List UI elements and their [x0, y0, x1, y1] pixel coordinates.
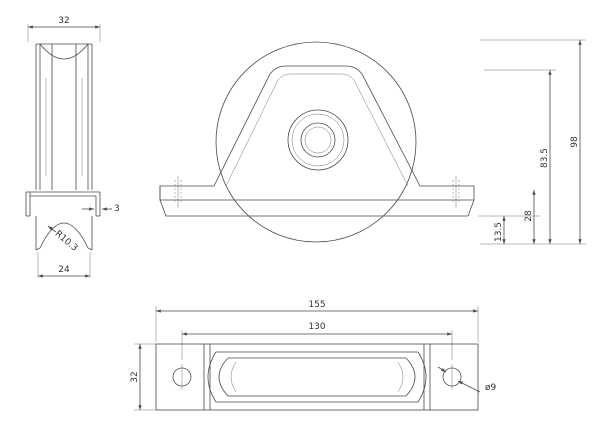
front-base-flange: [159, 199, 475, 217]
base-plate: [155, 343, 479, 411]
base-height-label: 28: [524, 210, 534, 222]
groove-radius-label: R10.3: [53, 229, 80, 254]
side-view: 32 R10.3 3 24: [25, 16, 120, 278]
wheel-outline: [215, 41, 417, 243]
front-view: 98 83.5 28 13.5: [159, 39, 586, 245]
total-height-label: 98: [570, 136, 580, 148]
side-width-bottom-label: 24: [58, 265, 70, 275]
side-bracket: [25, 191, 101, 216]
flange-height-label: 13.5: [494, 222, 504, 242]
bearing-inner: [300, 122, 336, 158]
front-bracket-outer: [159, 65, 475, 201]
side-width-top-label: 32: [58, 16, 69, 26]
front-bracket-inner: [225, 73, 409, 187]
hole-spacing-label: 130: [308, 322, 325, 332]
total-length-label: 155: [308, 300, 325, 310]
wheel-groove-bottom: [39, 222, 89, 249]
bearing-outer: [287, 109, 349, 171]
side-thickness-label: 3: [114, 204, 120, 214]
top-view: 155 130 ø9 32: [130, 300, 497, 411]
wheel-groove-top: [39, 43, 89, 60]
wheel-outer-profile: [35, 44, 93, 190]
wheel-top-outline: [218, 357, 416, 397]
wheel-rim: [39, 44, 89, 190]
axle-height-label: 83.5: [540, 148, 550, 168]
plate-width-label: 32: [130, 371, 140, 382]
hole-diameter-label: ø9: [485, 383, 497, 393]
wheel-slot: [207, 351, 427, 403]
wheel-hub-lines: [45, 78, 83, 176]
wheel-lower-profile: [35, 216, 93, 250]
